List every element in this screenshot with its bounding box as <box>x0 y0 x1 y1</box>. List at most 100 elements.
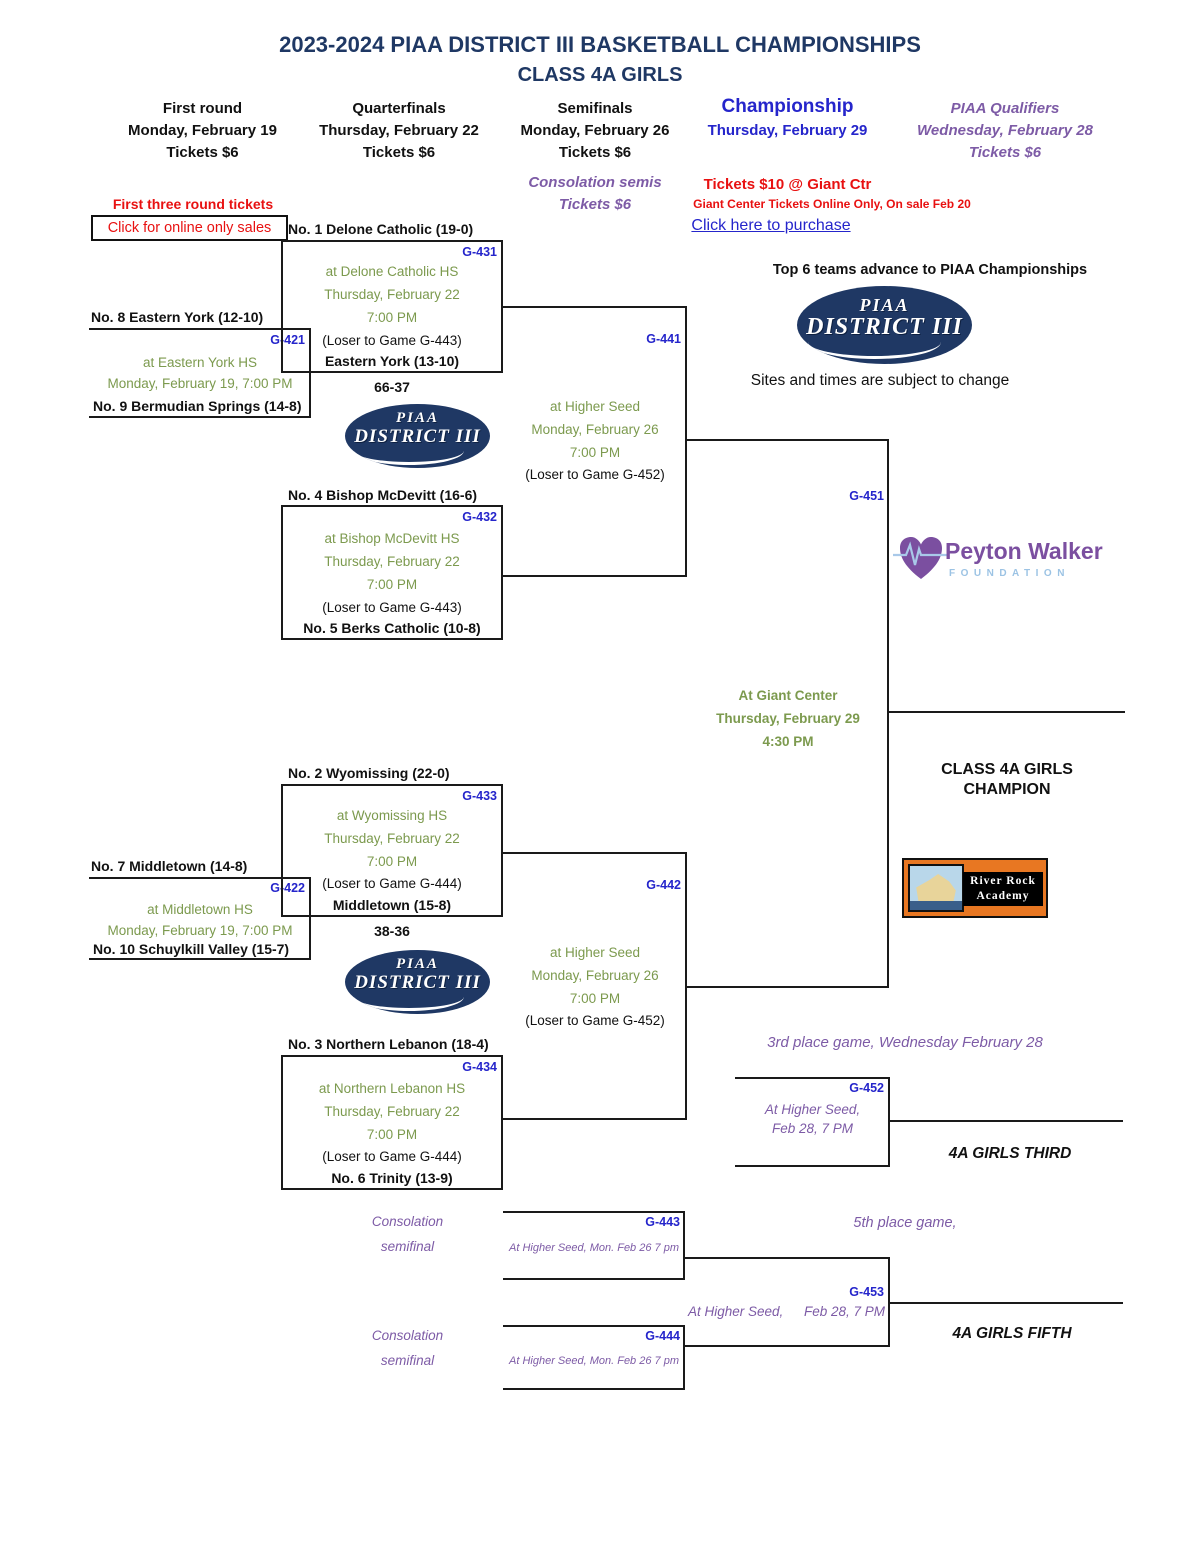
game-g444-box <box>503 1325 685 1390</box>
team-seed2: No. 2 Wyomissing (22-0) <box>288 765 450 781</box>
game-g452-when: Feb 28, 7 PM <box>771 1121 854 1136</box>
game-g434-box <box>281 1055 503 1190</box>
round-tickets: Tickets $6 <box>968 144 1042 161</box>
game-g441-date: Monday, February 26 <box>531 422 659 437</box>
piaa-district3-logo: PIAA DISTRICT III <box>345 950 490 1014</box>
first-three-round-tickets-label: First three round tickets <box>112 196 274 212</box>
game-g431-venue: at Delone Catholic HS <box>325 264 459 279</box>
game-g434-time: 7:00 PM <box>366 1127 418 1142</box>
sites-note: Sites and times are subject to change <box>750 372 1010 389</box>
piaa-district3-logo: PIAA DISTRICT III <box>797 286 972 364</box>
team-seed9: No. 9 Bermudian Springs (14-8) <box>93 398 302 414</box>
game-g451-venue: At Giant Center <box>738 688 838 703</box>
game-g431-score: 66-37 <box>374 379 410 395</box>
piaa-logo-text: PIAA <box>859 295 910 315</box>
river-rock-academy-logo: River Rock Academy <box>902 858 1048 918</box>
team-seed3: No. 3 Northern Lebanon (18-4) <box>288 1036 489 1052</box>
champion-label-line2: CHAMPION <box>963 781 1051 798</box>
game-g453-box <box>685 1257 890 1347</box>
round-tickets: Tickets $6 <box>362 144 436 161</box>
game-g433-advancer: Middletown (15-8) <box>332 897 452 913</box>
round-date: Monday, February 26 <box>520 122 670 139</box>
round-tickets: Tickets $6 <box>558 144 632 161</box>
game-g443-info: At Higher Seed, Mon. Feb 26 7 pm <box>509 1242 679 1254</box>
giant-center-online-note: Giant Center Tickets Online Only, On sal… <box>693 197 971 211</box>
game-g421-datetime: Monday, February 19, 7:00 PM <box>107 376 293 391</box>
game-g434-id: G-434 <box>462 1060 497 1074</box>
page-subtitle: CLASS 4A GIRLS <box>517 64 683 86</box>
game-g451-date: Thursday, February 29 <box>716 711 860 726</box>
game-g431-box <box>281 240 503 373</box>
game-g442-id: G-442 <box>646 878 681 892</box>
game-g442-box <box>503 852 687 1120</box>
game-g434-date: Thursday, February 22 <box>324 1104 460 1119</box>
team-seed6: No. 6 Trinity (13-9) <box>331 1170 453 1186</box>
g451-join-line <box>887 439 889 988</box>
team-seed4: No. 4 Bishop McDevitt (16-6) <box>288 487 478 503</box>
header-semifinals: Semifinals Monday, February 26 Tickets $… <box>490 98 700 216</box>
game-g433-box <box>281 784 503 917</box>
round-date: Monday, February 19 <box>128 122 277 139</box>
round-name: Championship <box>721 96 854 117</box>
game-g443-box <box>503 1211 685 1280</box>
river-rock-name-line1: River Rock <box>970 875 1036 887</box>
team-seed7: No. 7 Middletown (14-8) <box>91 858 248 874</box>
game-g432-date: Thursday, February 22 <box>324 554 460 569</box>
team-seed1: No. 1 Delone Catholic (19-0) <box>288 221 474 237</box>
game-g421-venue: at Eastern York HS <box>142 355 258 370</box>
round-date: Thursday, February 29 <box>707 122 868 139</box>
water-icon <box>910 901 962 910</box>
game-g453-id: G-453 <box>849 1285 884 1299</box>
piaa-logo-text: PIAA <box>395 410 439 426</box>
game-g452-venue: At Higher Seed, <box>764 1102 861 1117</box>
district-text: DISTRICT <box>354 972 450 993</box>
heart-ekg-icon <box>893 537 949 579</box>
game-g442-time: 7:00 PM <box>569 991 621 1006</box>
game-g432-box <box>281 505 503 640</box>
header-piaa-qualifiers: PIAA Qualifiers Wednesday, February 28 T… <box>900 98 1110 164</box>
game-g422-id: G-422 <box>270 881 305 895</box>
game-g442-date: Monday, February 26 <box>531 968 659 983</box>
game-g451-time: 4:30 PM <box>762 734 814 749</box>
district-numeral: III <box>455 426 481 447</box>
district-text: DISTRICT <box>806 314 925 340</box>
game-g431-advancer: Eastern York (13-10) <box>324 353 460 369</box>
consolation-tickets: Tickets $6 <box>558 196 632 213</box>
round-name: PIAA Qualifiers <box>950 100 1060 117</box>
game-g434-loser-note: (Loser to Game G-444) <box>322 1149 462 1164</box>
game-g433-time: 7:00 PM <box>366 854 418 869</box>
g441-winner-line <box>687 439 888 441</box>
game-g422-datetime: Monday, February 19, 7:00 PM <box>107 923 293 938</box>
page-title: 2023-2024 PIAA DISTRICT III BASKETBALL C… <box>279 32 921 57</box>
header-championship: Championship Thursday, February 29 <box>680 94 895 142</box>
fifth-place-line <box>890 1302 1123 1304</box>
game-g442-loser-note: (Loser to Game G-452) <box>525 1013 665 1028</box>
championship-ticket-price: Tickets $10 @ Giant Ctr <box>703 176 872 193</box>
game-g431-id: G-431 <box>462 245 497 259</box>
header-quarterfinals: Quarterfinals Thursday, February 22 Tick… <box>288 98 510 164</box>
game-g441-loser-note: (Loser to Game G-452) <box>525 467 665 482</box>
game-g432-venue: at Bishop McDevitt HS <box>324 531 460 546</box>
rock-icon <box>916 874 956 901</box>
game-g452-box <box>735 1077 890 1167</box>
header-first-round: First round Monday, February 19 Tickets … <box>100 98 305 164</box>
online-sales-link[interactable]: Click for online only sales <box>91 215 288 241</box>
game-g421-id: G-421 <box>270 333 305 347</box>
game-g441-time: 7:00 PM <box>569 445 621 460</box>
purchase-tickets-link[interactable]: Click here to purchase <box>691 217 851 234</box>
third-place-line <box>890 1120 1123 1122</box>
round-tickets: Tickets $6 <box>166 144 239 161</box>
round-name: First round <box>162 100 243 117</box>
game-g431-loser-note: (Loser to Game G-443) <box>322 333 462 348</box>
peyton-walker-name: Peyton Walker <box>945 538 1103 564</box>
team-seed8: No. 8 Eastern York (12-10) <box>91 309 264 325</box>
game-g442-venue: at Higher Seed <box>549 945 641 960</box>
game-g433-venue: at Wyomissing HS <box>336 808 448 823</box>
round-name: Quarterfinals <box>352 100 446 117</box>
game-g432-time: 7:00 PM <box>366 577 418 592</box>
g442-winner-line <box>687 986 888 988</box>
game-g434-venue: at Northern Lebanon HS <box>318 1081 466 1096</box>
peyton-walker-logo: Peyton Walker FOUNDATION <box>893 531 1123 589</box>
game-g432-loser-note: (Loser to Game G-443) <box>322 600 462 615</box>
